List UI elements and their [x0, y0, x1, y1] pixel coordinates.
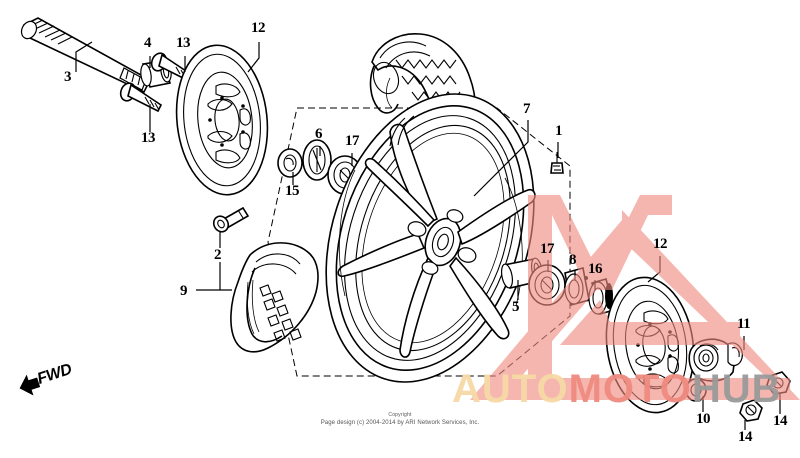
copyright-title: Copyright [388, 412, 412, 418]
copyright-line: Page design (c) 2004-2014 by ARI Network… [320, 420, 480, 426]
part-brake-disc-left [175, 44, 269, 196]
callout-10[interactable]: 10 [696, 411, 711, 427]
callout-4[interactable]: 4 [144, 35, 152, 51]
fwd-label: FWD [35, 360, 74, 388]
part-balance-weight [550, 152, 564, 174]
callout-14-b[interactable]: 14 [773, 413, 788, 429]
callout-15[interactable]: 15 [285, 183, 300, 199]
callout-1[interactable]: 1 [555, 123, 563, 139]
callout-14-a[interactable]: 14 [738, 429, 753, 445]
callout-13-lower[interactable]: 13 [141, 130, 156, 146]
part-brake-disc-right [605, 276, 695, 414]
part-speedometer-gearbox [685, 338, 743, 402]
callout-12-left[interactable]: 12 [251, 20, 266, 36]
left-arrow-icon [19, 374, 41, 396]
callout-8[interactable]: 8 [569, 252, 577, 268]
callout-9[interactable]: 9 [180, 283, 188, 299]
part-bearing-retainer-8 [564, 266, 590, 307]
callout-11[interactable]: 11 [737, 316, 751, 332]
part-disc-bolt-lower [119, 82, 163, 113]
part-lock-nut-b [766, 371, 791, 395]
callout-5[interactable]: 5 [512, 299, 520, 315]
callout-17-left[interactable]: 17 [345, 133, 360, 149]
fwd-orientation-marker: FWD [12, 351, 92, 407]
callout-3[interactable]: 3 [64, 69, 72, 85]
copyright-block: Copyright Page design (c) 2004-2014 by A… [0, 412, 800, 428]
callout-13-upper[interactable]: 13 [176, 35, 191, 51]
part-retainer-6 [302, 139, 332, 181]
callout-17-right[interactable]: 17 [540, 241, 555, 257]
part-axle-shaft [20, 17, 153, 94]
callout-6[interactable]: 6 [315, 126, 323, 142]
part-tire-section-lower [230, 242, 319, 353]
part-lock-nut-a [739, 399, 763, 422]
part-wheel-bearing-17-right [528, 264, 566, 306]
part-valve-stem [212, 206, 250, 233]
part-dust-seal-15 [277, 148, 303, 178]
part-front-wheel-rim [325, 93, 536, 383]
callout-16[interactable]: 16 [588, 261, 603, 277]
callout-2[interactable]: 2 [214, 247, 222, 263]
callout-12-right[interactable]: 12 [653, 236, 668, 252]
callout-7[interactable]: 7 [523, 101, 531, 117]
